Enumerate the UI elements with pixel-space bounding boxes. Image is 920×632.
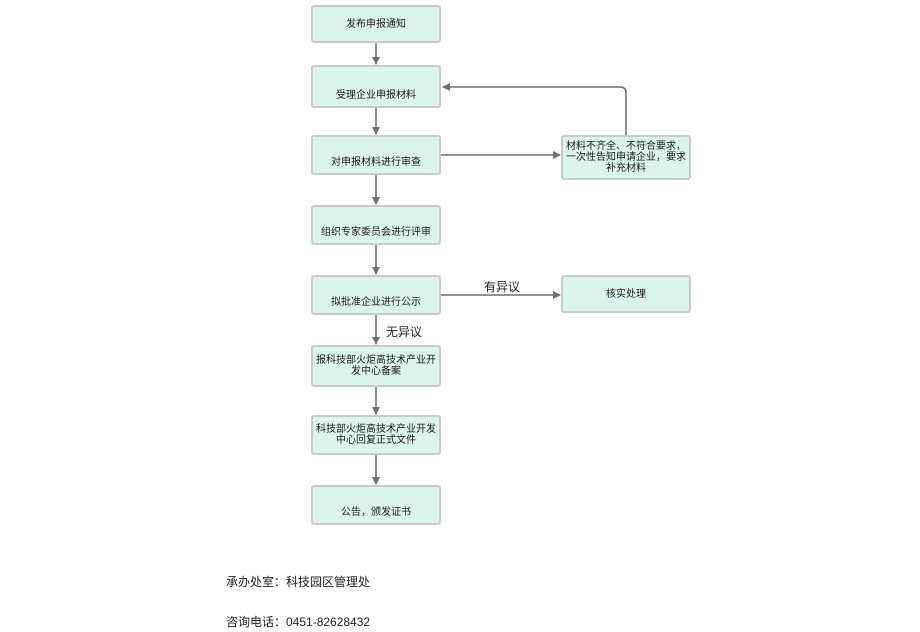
edge-label-objection: 有异议 [484, 280, 521, 294]
footer-phone: 咨询电话：0451-82628432 [226, 615, 371, 629]
node-official-reply-label: 科技部火炬高技术产业开发中心回复正式文件 [316, 424, 436, 446]
node-publicize-label: 拟批准企业进行公示 [331, 297, 421, 308]
node-verify-label: 核实处理 [606, 288, 646, 300]
node-expert-review: 组织专家委员会进行评审 [311, 205, 441, 245]
node-publish-notice-label: 发布申报通知 [346, 18, 406, 30]
node-accept-materials-label: 受理企业申报材料 [336, 90, 416, 101]
node-report-filing: 报科技部火炬高技术产业开发中心备案 [311, 345, 441, 387]
footer-office: 承办处室：科技园区管理处 [226, 575, 371, 589]
node-accept-materials: 受理企业申报材料 [311, 65, 441, 108]
node-announce-certificate-label: 公告，颁发证书 [341, 507, 411, 518]
node-publicize: 拟批准企业进行公示 [311, 275, 441, 315]
node-supplement-materials-label: 材料不齐全、不符合要求，一次性告知申请企业，要求补充材料 [566, 141, 686, 174]
node-supplement-materials: 材料不齐全、不符合要求，一次性告知申请企业，要求补充材料 [561, 135, 691, 180]
arrow-supplement-to-accept [442, 83, 627, 136]
node-publish-notice: 发布申报通知 [311, 5, 441, 43]
node-review-materials: 对申报材料进行审查 [311, 135, 441, 175]
node-expert-review-label: 组织专家委员会进行评审 [321, 227, 431, 238]
edge-label-no-objection: 无异议 [386, 325, 423, 339]
node-verify: 核实处理 [561, 275, 691, 313]
node-report-filing-label: 报科技部火炬高技术产业开发中心备案 [316, 355, 436, 377]
node-review-materials-label: 对申报材料进行审查 [331, 157, 421, 168]
node-official-reply: 科技部火炬高技术产业开发中心回复正式文件 [311, 415, 441, 455]
node-announce-certificate: 公告，颁发证书 [311, 485, 441, 525]
